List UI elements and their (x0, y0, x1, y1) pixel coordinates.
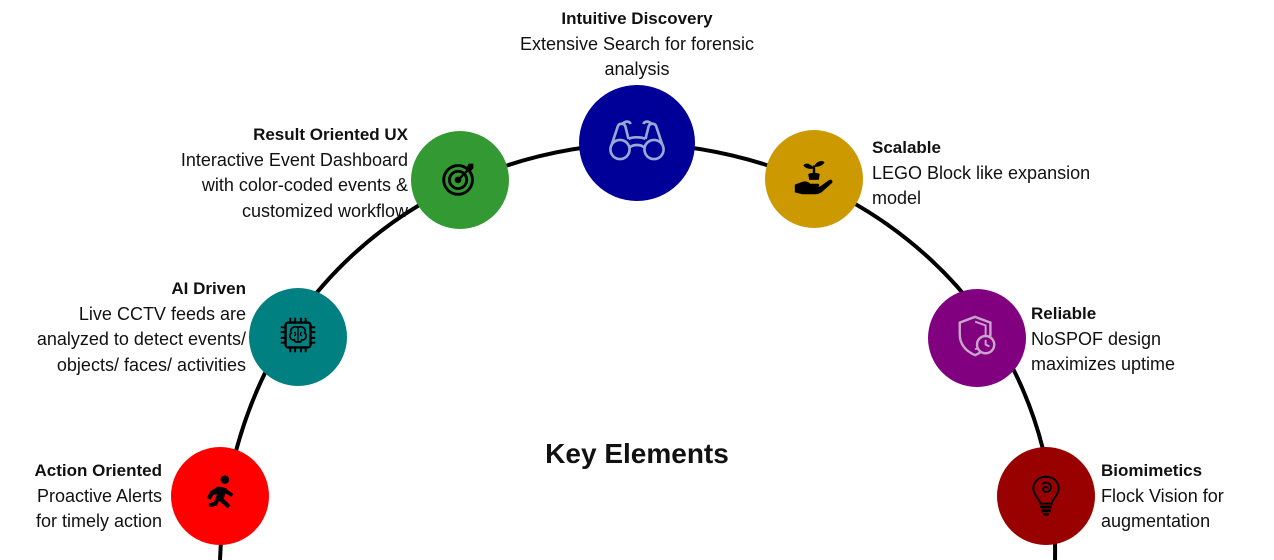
desc-intuitive-discovery: Extensive Search for forensic analysis (519, 33, 755, 80)
node-action-oriented (171, 447, 269, 545)
label-biomimetics: Biomimetics Flock Vision for augmentatio… (1101, 458, 1224, 535)
desc-action-oriented: Proactive Alerts for timely action (35, 485, 162, 532)
node-reliable (928, 289, 1026, 387)
desc-biomimetics: Flock Vision for augmentation (1101, 485, 1224, 532)
idea-bulb-icon (1023, 471, 1069, 522)
desc-result-oriented-ux: Interactive Event Dashboard with color-c… (180, 149, 408, 221)
label-result-oriented-ux: Result Oriented UX Interactive Event Das… (181, 122, 408, 224)
node-intuitive-discovery (579, 85, 695, 201)
title-result-oriented-ux: Result Oriented UX (253, 125, 408, 144)
desc-scalable: LEGO Block like expansion model (872, 162, 1091, 209)
label-ai-driven: AI Driven Live CCTV feeds are analyzed t… (37, 276, 246, 378)
title-action-oriented: Action Oriented (34, 461, 162, 480)
shield-clock-icon (954, 313, 1000, 364)
binoculars-icon (603, 115, 671, 172)
desc-reliable: NoSPOF design maximizes uptime (1031, 328, 1176, 375)
label-scalable: Scalable LEGO Block like expansion model (872, 135, 1090, 212)
plant-in-hand-icon (791, 154, 837, 205)
title-intuitive-discovery: Intuitive Discovery (561, 9, 713, 28)
diagram-title: Key Elements (545, 438, 729, 469)
title-reliable: Reliable (1031, 304, 1097, 323)
title-ai-driven: AI Driven (171, 279, 246, 298)
target-icon (437, 155, 483, 206)
node-result-oriented-ux (411, 131, 509, 229)
running-person-icon (197, 471, 243, 522)
brain-chip-icon (275, 312, 321, 363)
title-biomimetics: Biomimetics (1101, 461, 1203, 480)
label-intuitive-discovery: Intuitive Discovery Extensive Search for… (487, 6, 787, 83)
title-scalable: Scalable (872, 138, 941, 157)
node-scalable (765, 130, 863, 228)
node-biomimetics (997, 447, 1095, 545)
label-action-oriented: Action Oriented Proactive Alerts for tim… (34, 458, 162, 535)
node-ai-driven (249, 288, 347, 386)
desc-ai-driven: Live CCTV feeds are analyzed to detect e… (36, 303, 246, 375)
label-reliable: Reliable NoSPOF design maximizes uptime (1031, 301, 1175, 378)
